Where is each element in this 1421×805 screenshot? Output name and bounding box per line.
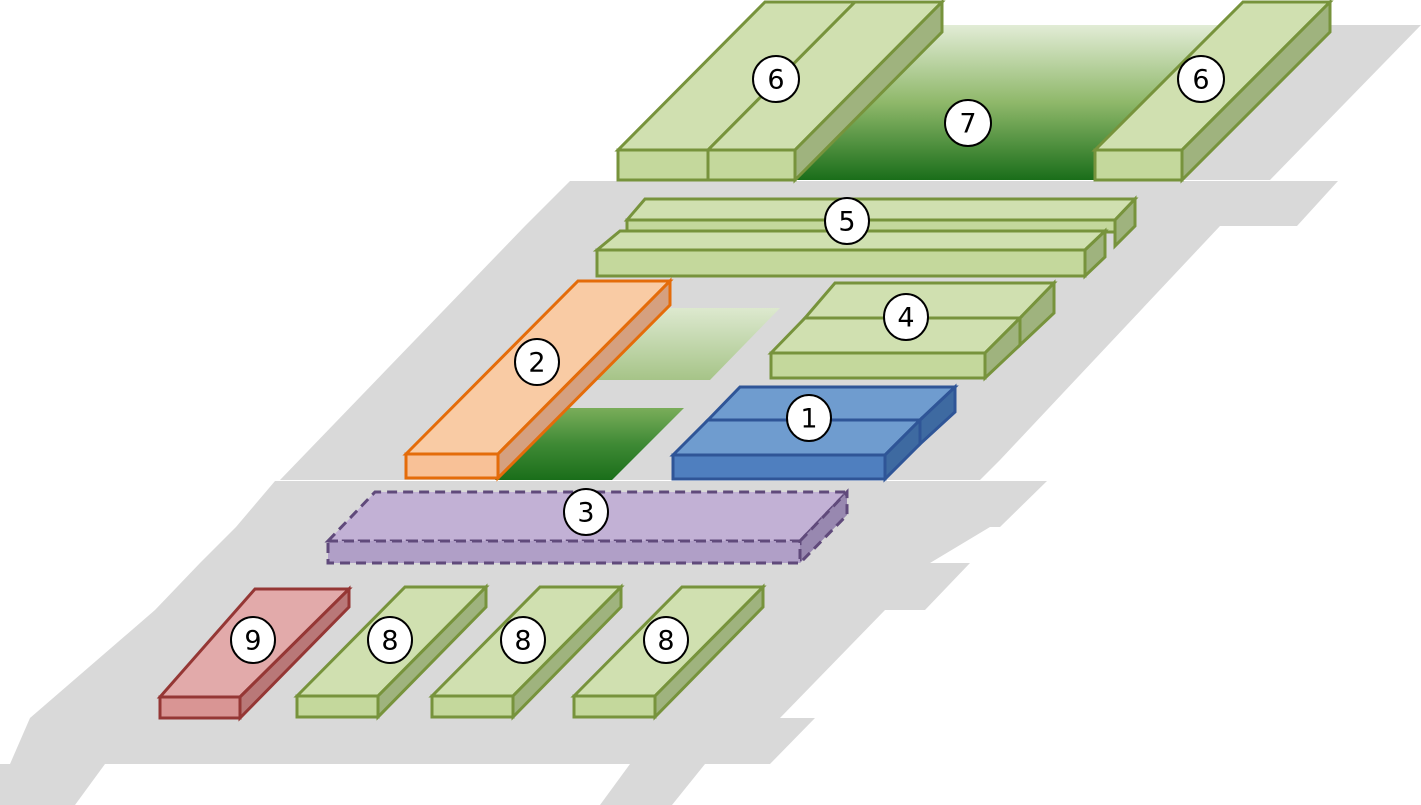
- badge-9-text: 9: [244, 626, 261, 657]
- badge-5: 5: [824, 197, 870, 245]
- badge-7: 7: [944, 99, 992, 147]
- badge-8-a: 8: [367, 616, 413, 664]
- badge-8-c: 8: [643, 616, 689, 664]
- badge-2: 2: [514, 338, 560, 386]
- block-7[interactable]: [795, 25, 1220, 180]
- block-6b-front: [706, 148, 797, 182]
- block-6c-front: [1093, 148, 1184, 182]
- block-2-front: [404, 452, 500, 480]
- block-4[interactable]: [767, 279, 1058, 382]
- badge-8a-text: 8: [381, 626, 398, 657]
- block-5-front-front: [595, 248, 1087, 278]
- block-8c-front: [572, 694, 657, 719]
- badge-7-text: 7: [959, 109, 976, 140]
- badge-3-text: 3: [577, 498, 594, 529]
- badge-2-text: 2: [528, 348, 545, 379]
- badge-6-left: 6: [752, 55, 800, 103]
- floor-bottom-band: [0, 718, 815, 805]
- block-8b-front: [430, 694, 515, 719]
- block-5-back-side: [1113, 195, 1137, 250]
- block-1-front: [671, 453, 887, 481]
- badge-4: 4: [883, 293, 929, 341]
- badge-1: 1: [786, 394, 832, 442]
- badge-1-text: 1: [800, 404, 817, 435]
- block-4-front: [769, 351, 987, 380]
- badge-6-right-text: 6: [1192, 65, 1209, 96]
- badge-3: 3: [563, 488, 609, 536]
- badge-9: 9: [230, 616, 276, 664]
- badge-6-left-text: 6: [767, 65, 784, 96]
- block-9-front: [158, 695, 242, 720]
- badge-6-right: 6: [1177, 55, 1225, 103]
- dark-green-area: [495, 408, 684, 480]
- block-4-back-top: [801, 281, 1058, 320]
- block-6-left[interactable]: [614, 0, 946, 184]
- badge-8c-text: 8: [657, 626, 674, 657]
- badge-4-text: 4: [897, 303, 914, 334]
- block-7-area: [795, 25, 1220, 180]
- badge-8b-text: 8: [514, 626, 531, 657]
- badge-8-b: 8: [500, 616, 546, 664]
- badge-5-text: 5: [838, 207, 855, 238]
- block-6a-front: [616, 148, 710, 182]
- block-3-front: [326, 539, 802, 565]
- block-8a-front: [295, 694, 380, 719]
- block-5-back-top: [623, 197, 1139, 222]
